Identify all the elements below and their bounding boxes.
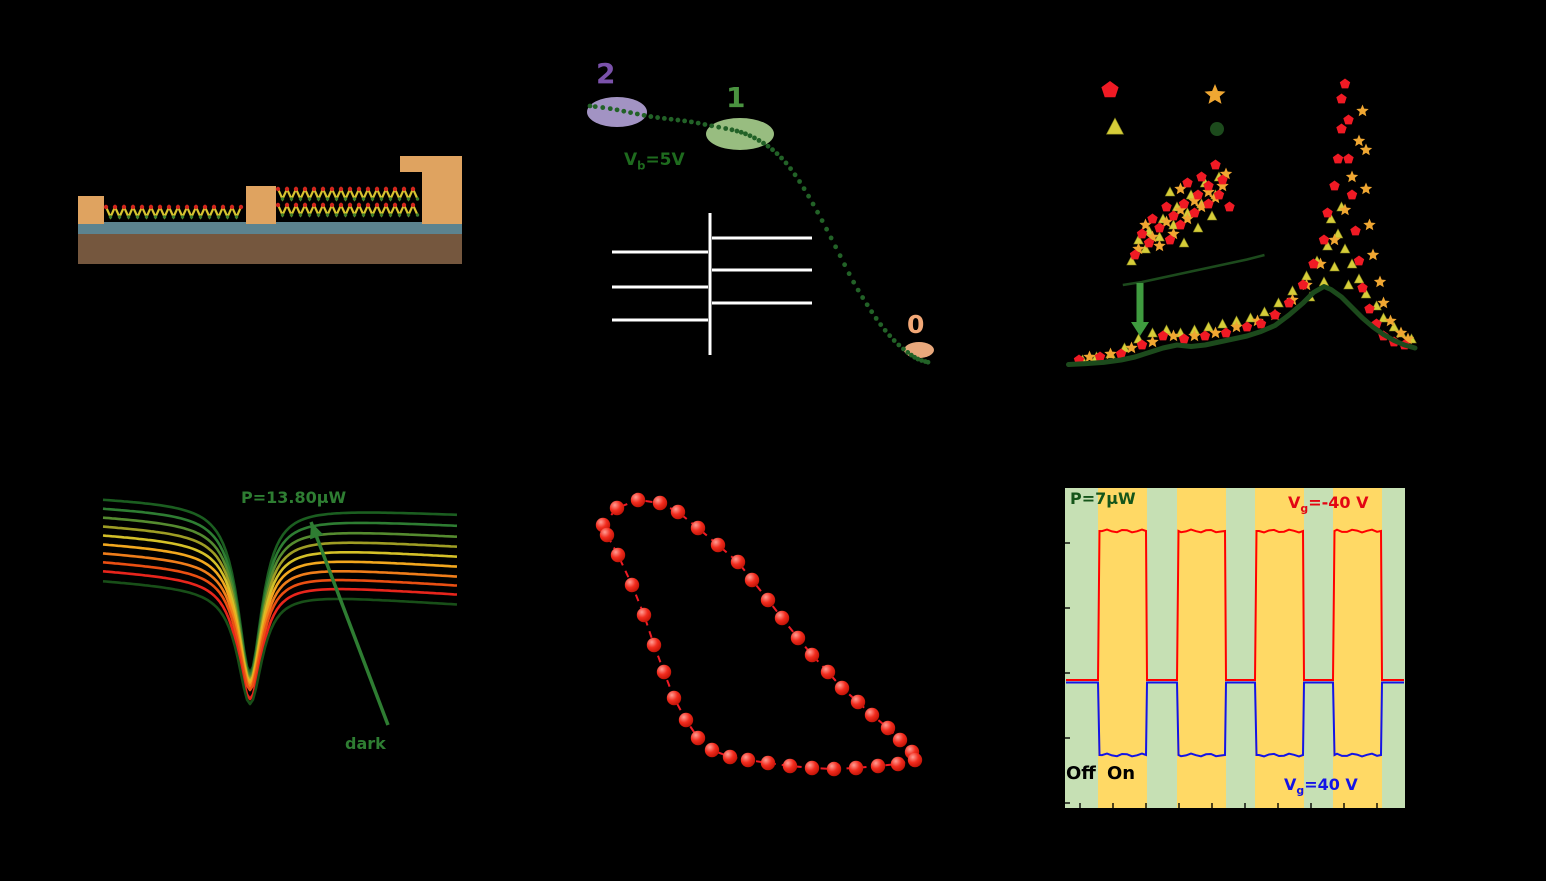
- power-dependence-plot: [102, 498, 458, 726]
- bias-voltage-label: Vb=5V: [624, 152, 685, 172]
- panel-time-response: P=7μW Vg=-40 V Vg=40 V Off On: [1060, 483, 1420, 818]
- bias-pre: V: [624, 150, 638, 170]
- panel-power-dependence: P=13.80μW dark: [95, 480, 475, 790]
- vg-neg-pre: V: [1288, 493, 1301, 512]
- gate-voltage-neg-label: Vg=-40 V: [1288, 495, 1368, 515]
- dark-curve-label: dark: [345, 734, 386, 753]
- gate-voltage-pos-label: Vg=40 V: [1284, 777, 1358, 797]
- panel-transfer-curve: 2 1 0 Vb=5V: [560, 50, 960, 390]
- panel-hysteresis-loop: [575, 475, 955, 805]
- vg-neg-sub: g: [1300, 502, 1309, 516]
- vg-pos-post: =40 V: [1304, 775, 1358, 794]
- time-response-plot: [1063, 486, 1407, 810]
- bias-sub: b: [637, 158, 646, 173]
- panel-device-schematic: [70, 140, 490, 280]
- vg-neg-post: =-40 V: [1308, 493, 1369, 512]
- off-state-label: Off: [1066, 763, 1096, 784]
- scatter-comparison-plot: [1066, 78, 1418, 367]
- laser-power-label: P=7μW: [1070, 489, 1136, 508]
- panel-scatter-comparison: [1050, 50, 1430, 390]
- state-1-label: 1: [726, 81, 746, 114]
- max-power-label: P=13.80μW: [241, 488, 347, 507]
- bias-post: =5V: [645, 150, 685, 170]
- vg-pos-pre: V: [1284, 775, 1297, 794]
- state-0-label: 0: [907, 310, 925, 339]
- transfer-curve-plot: [587, 97, 934, 365]
- hysteresis-loop-plot: [595, 492, 923, 777]
- state-2-label: 2: [596, 57, 616, 90]
- device-schematic-drawing: [78, 156, 462, 264]
- vg-pos-sub: g: [1296, 784, 1305, 798]
- on-state-label: On: [1107, 763, 1136, 784]
